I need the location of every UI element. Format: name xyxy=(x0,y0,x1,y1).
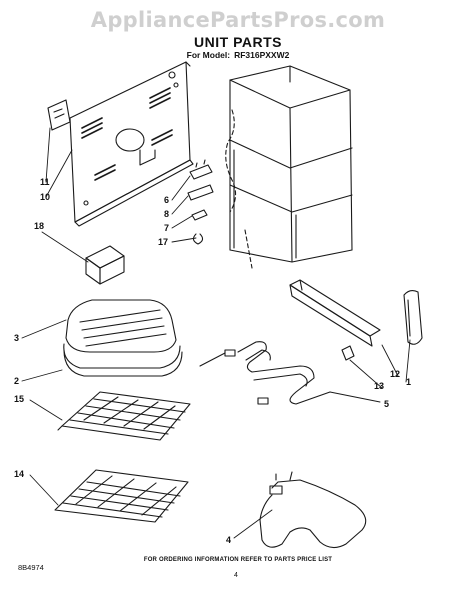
broil-element xyxy=(199,341,331,405)
oven-rack-upper xyxy=(57,391,191,441)
rail-clip xyxy=(341,345,355,361)
back-panel xyxy=(69,61,194,227)
page-number: 4 xyxy=(234,572,238,579)
ordering-note: FOR ORDERING INFORMATION REFER TO PARTS … xyxy=(143,557,333,563)
callout-12: 12 xyxy=(390,369,401,379)
callout-11: 11 xyxy=(40,177,50,187)
callout-4: 4 xyxy=(226,535,232,545)
leader-lines xyxy=(21,127,411,539)
callout-2: 2 xyxy=(14,376,20,386)
callout-15: 15 xyxy=(14,394,25,404)
callout-3: 3 xyxy=(14,333,20,343)
broiler-pan xyxy=(63,299,183,377)
callout-17: 17 xyxy=(158,237,169,247)
callout-5: 5 xyxy=(384,399,390,409)
callout-13: 13 xyxy=(374,381,385,391)
callout-10: 10 xyxy=(40,192,51,202)
callout-1: 1 xyxy=(406,377,412,387)
model-label: For Model: xyxy=(186,50,231,60)
switch-parts xyxy=(187,159,214,245)
model-line: For Model:RF316PXXW2 xyxy=(0,50,476,60)
callout-6: 6 xyxy=(164,195,170,205)
end-cap xyxy=(403,289,423,345)
site-watermark: AppliancePartsPros.com xyxy=(90,8,386,32)
cabinet-frame xyxy=(225,65,353,269)
document-number: 8B4974 xyxy=(18,563,44,572)
side-rail xyxy=(289,279,381,347)
bake-element xyxy=(259,471,367,549)
page-title: UNIT PARTS xyxy=(194,34,282,50)
callout-18: 18 xyxy=(34,221,45,231)
oven-rack-lower xyxy=(54,469,189,523)
callout-7: 7 xyxy=(164,223,170,233)
callout-8: 8 xyxy=(164,209,170,219)
callout-14: 14 xyxy=(14,469,25,479)
model-number: RF316PXXW2 xyxy=(234,50,290,60)
control-box xyxy=(85,245,125,285)
insulation-plate xyxy=(47,99,71,131)
